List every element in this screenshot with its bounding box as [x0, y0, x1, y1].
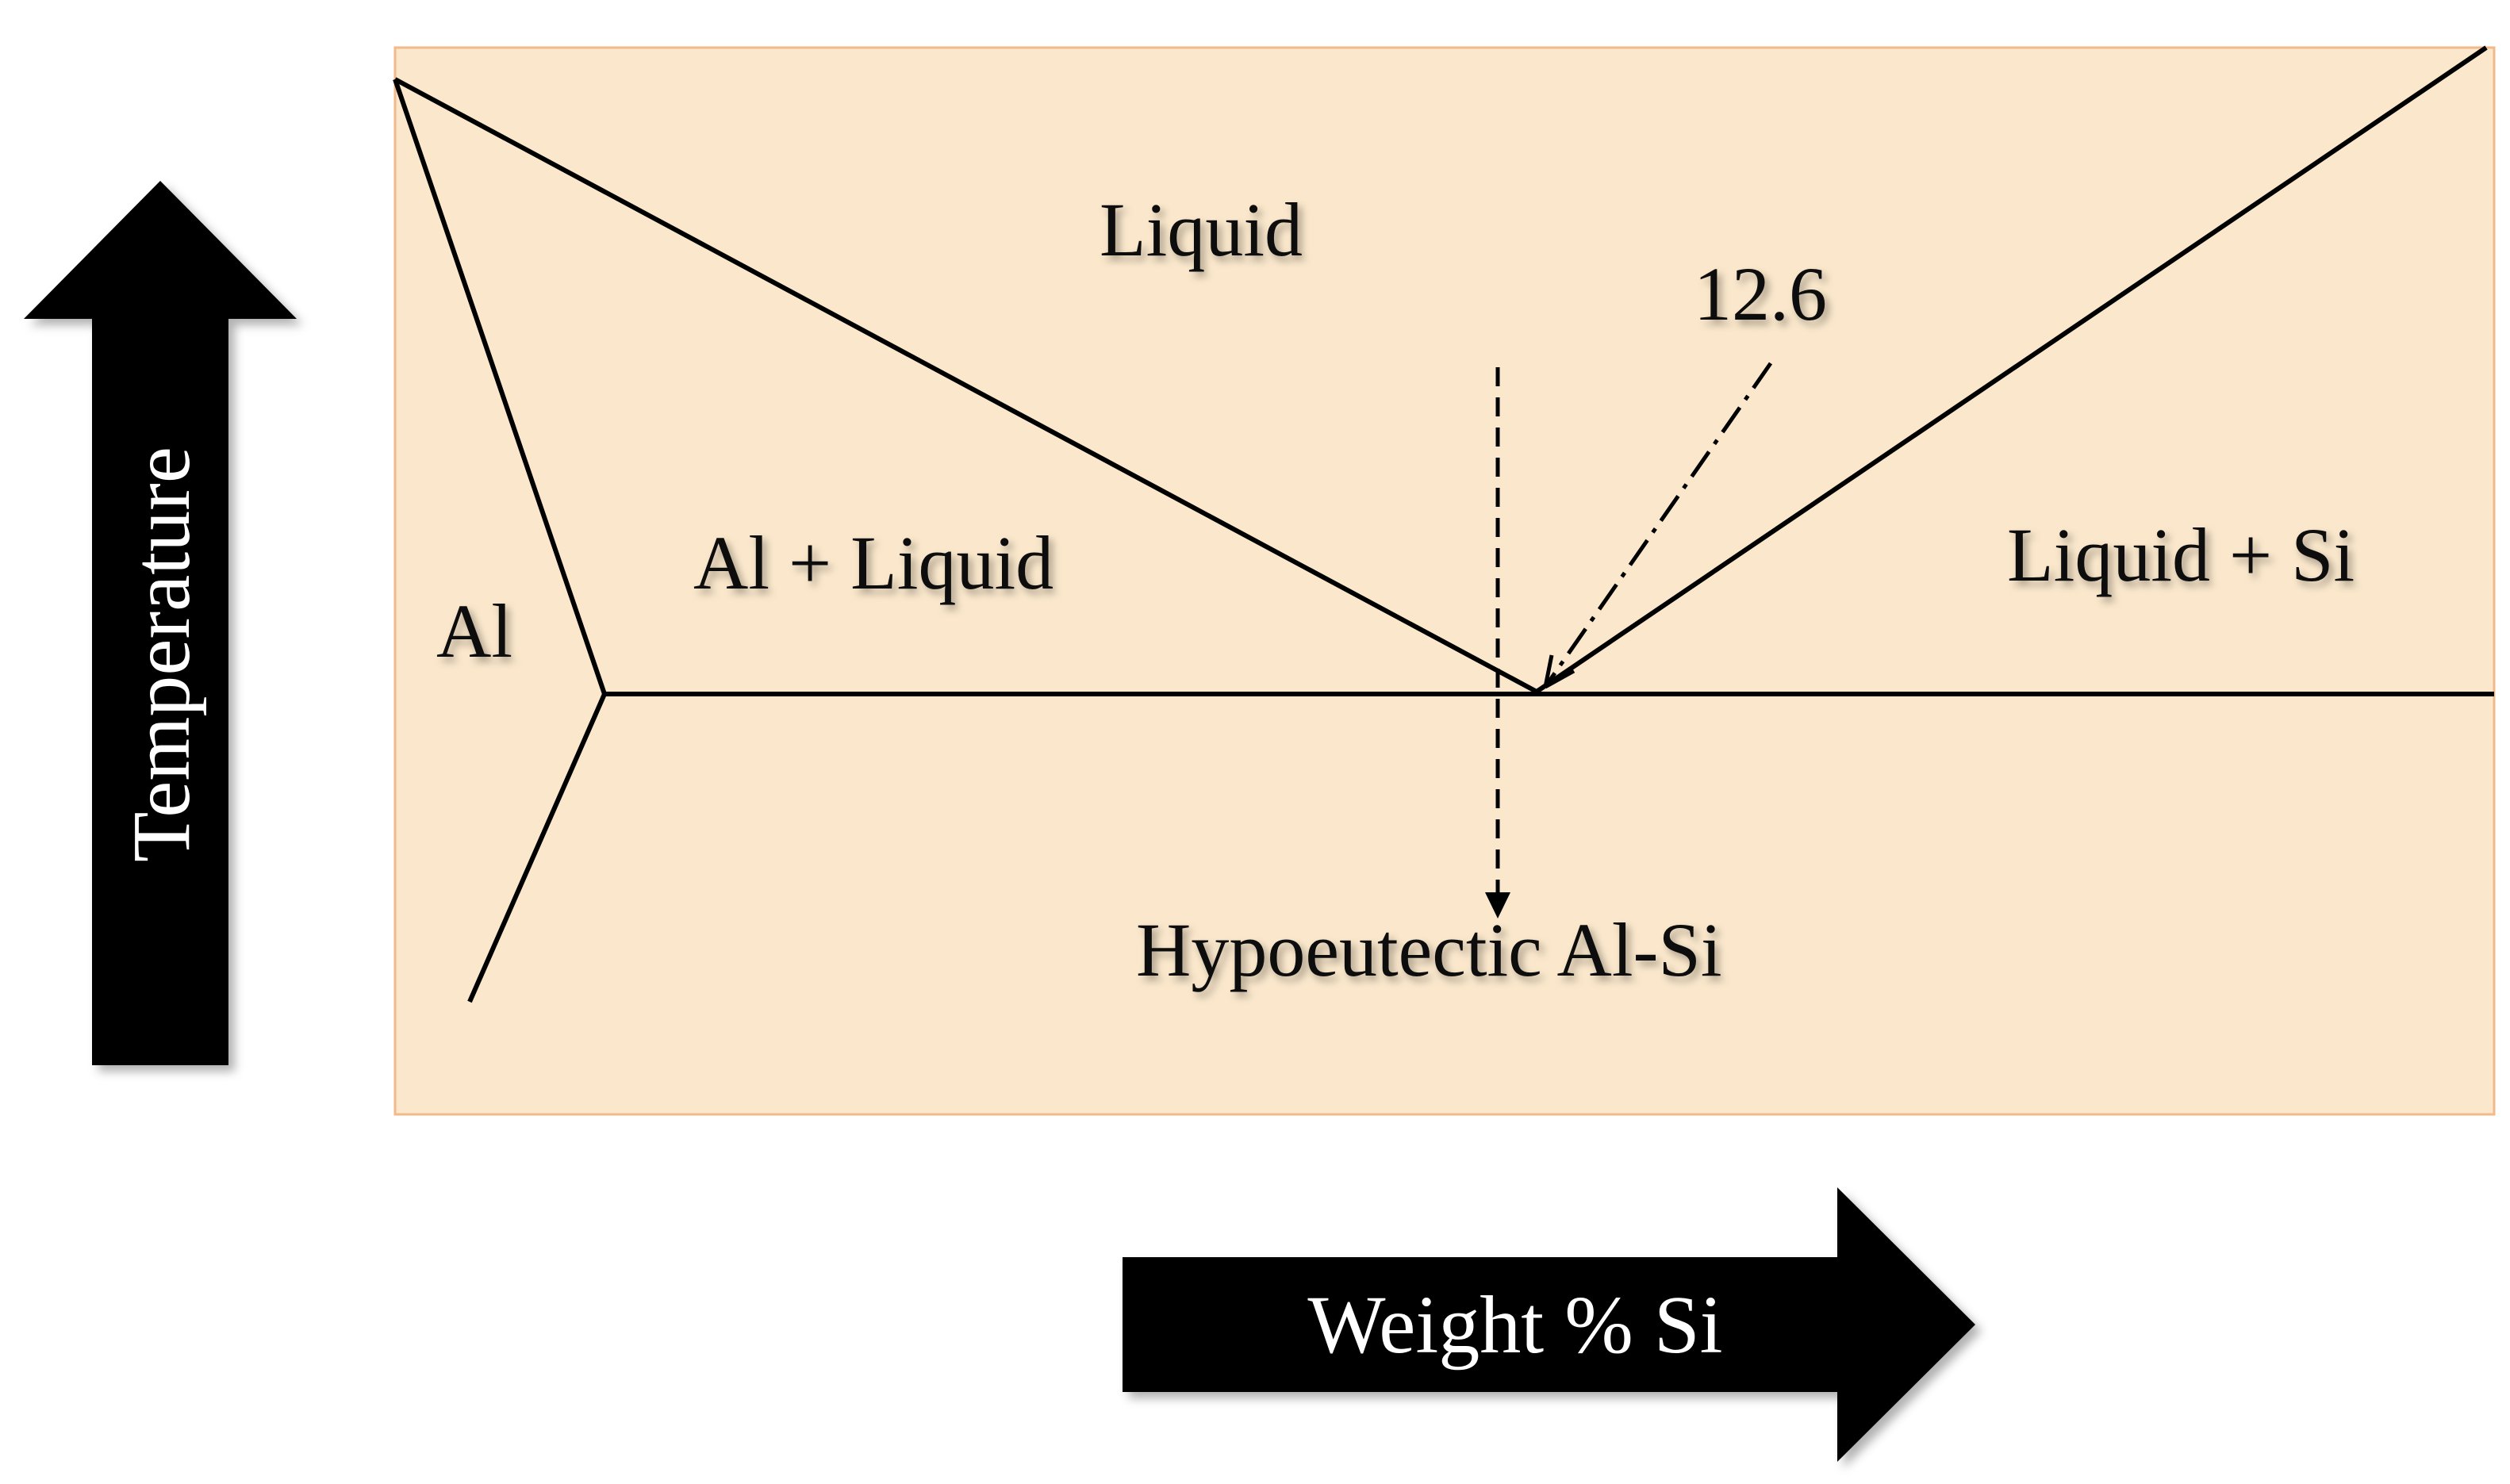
eutectic-pointer-line — [1546, 362, 1773, 684]
liquidus-left-line — [393, 77, 1538, 694]
liquid-si-label: Liquid + Si — [2007, 512, 2355, 597]
solidus-line — [393, 79, 607, 695]
weight-si-arrow-shape — [1123, 1187, 1975, 1462]
weight-si-axis-arrow: Weight % Si — [1123, 1187, 1975, 1462]
composition-arrow-head — [1485, 892, 1510, 918]
solvus-line — [467, 692, 607, 1003]
eutectic-pointer-head — [1543, 654, 1575, 689]
diagram-panel — [393, 46, 2496, 1116]
liquidus-right-line — [1535, 45, 2488, 694]
liquid-label: Liquid — [1100, 187, 1303, 272]
phase-boundaries — [393, 45, 2494, 1003]
eutectic-composition-label: 12.6 — [1694, 251, 1827, 336]
hypoeutectic-label: Hypoeutectic Al-Si — [1136, 907, 1722, 992]
temperature-label: Temperature — [116, 447, 207, 862]
weight-si-label: Weight % Si — [1307, 1279, 1722, 1371]
temperature-axis-arrow: Temperature — [24, 181, 297, 1065]
al-liquid-label: Al + Liquid — [693, 520, 1054, 605]
temperature-arrow-shape — [24, 181, 297, 1065]
al-label: Al — [436, 589, 512, 673]
